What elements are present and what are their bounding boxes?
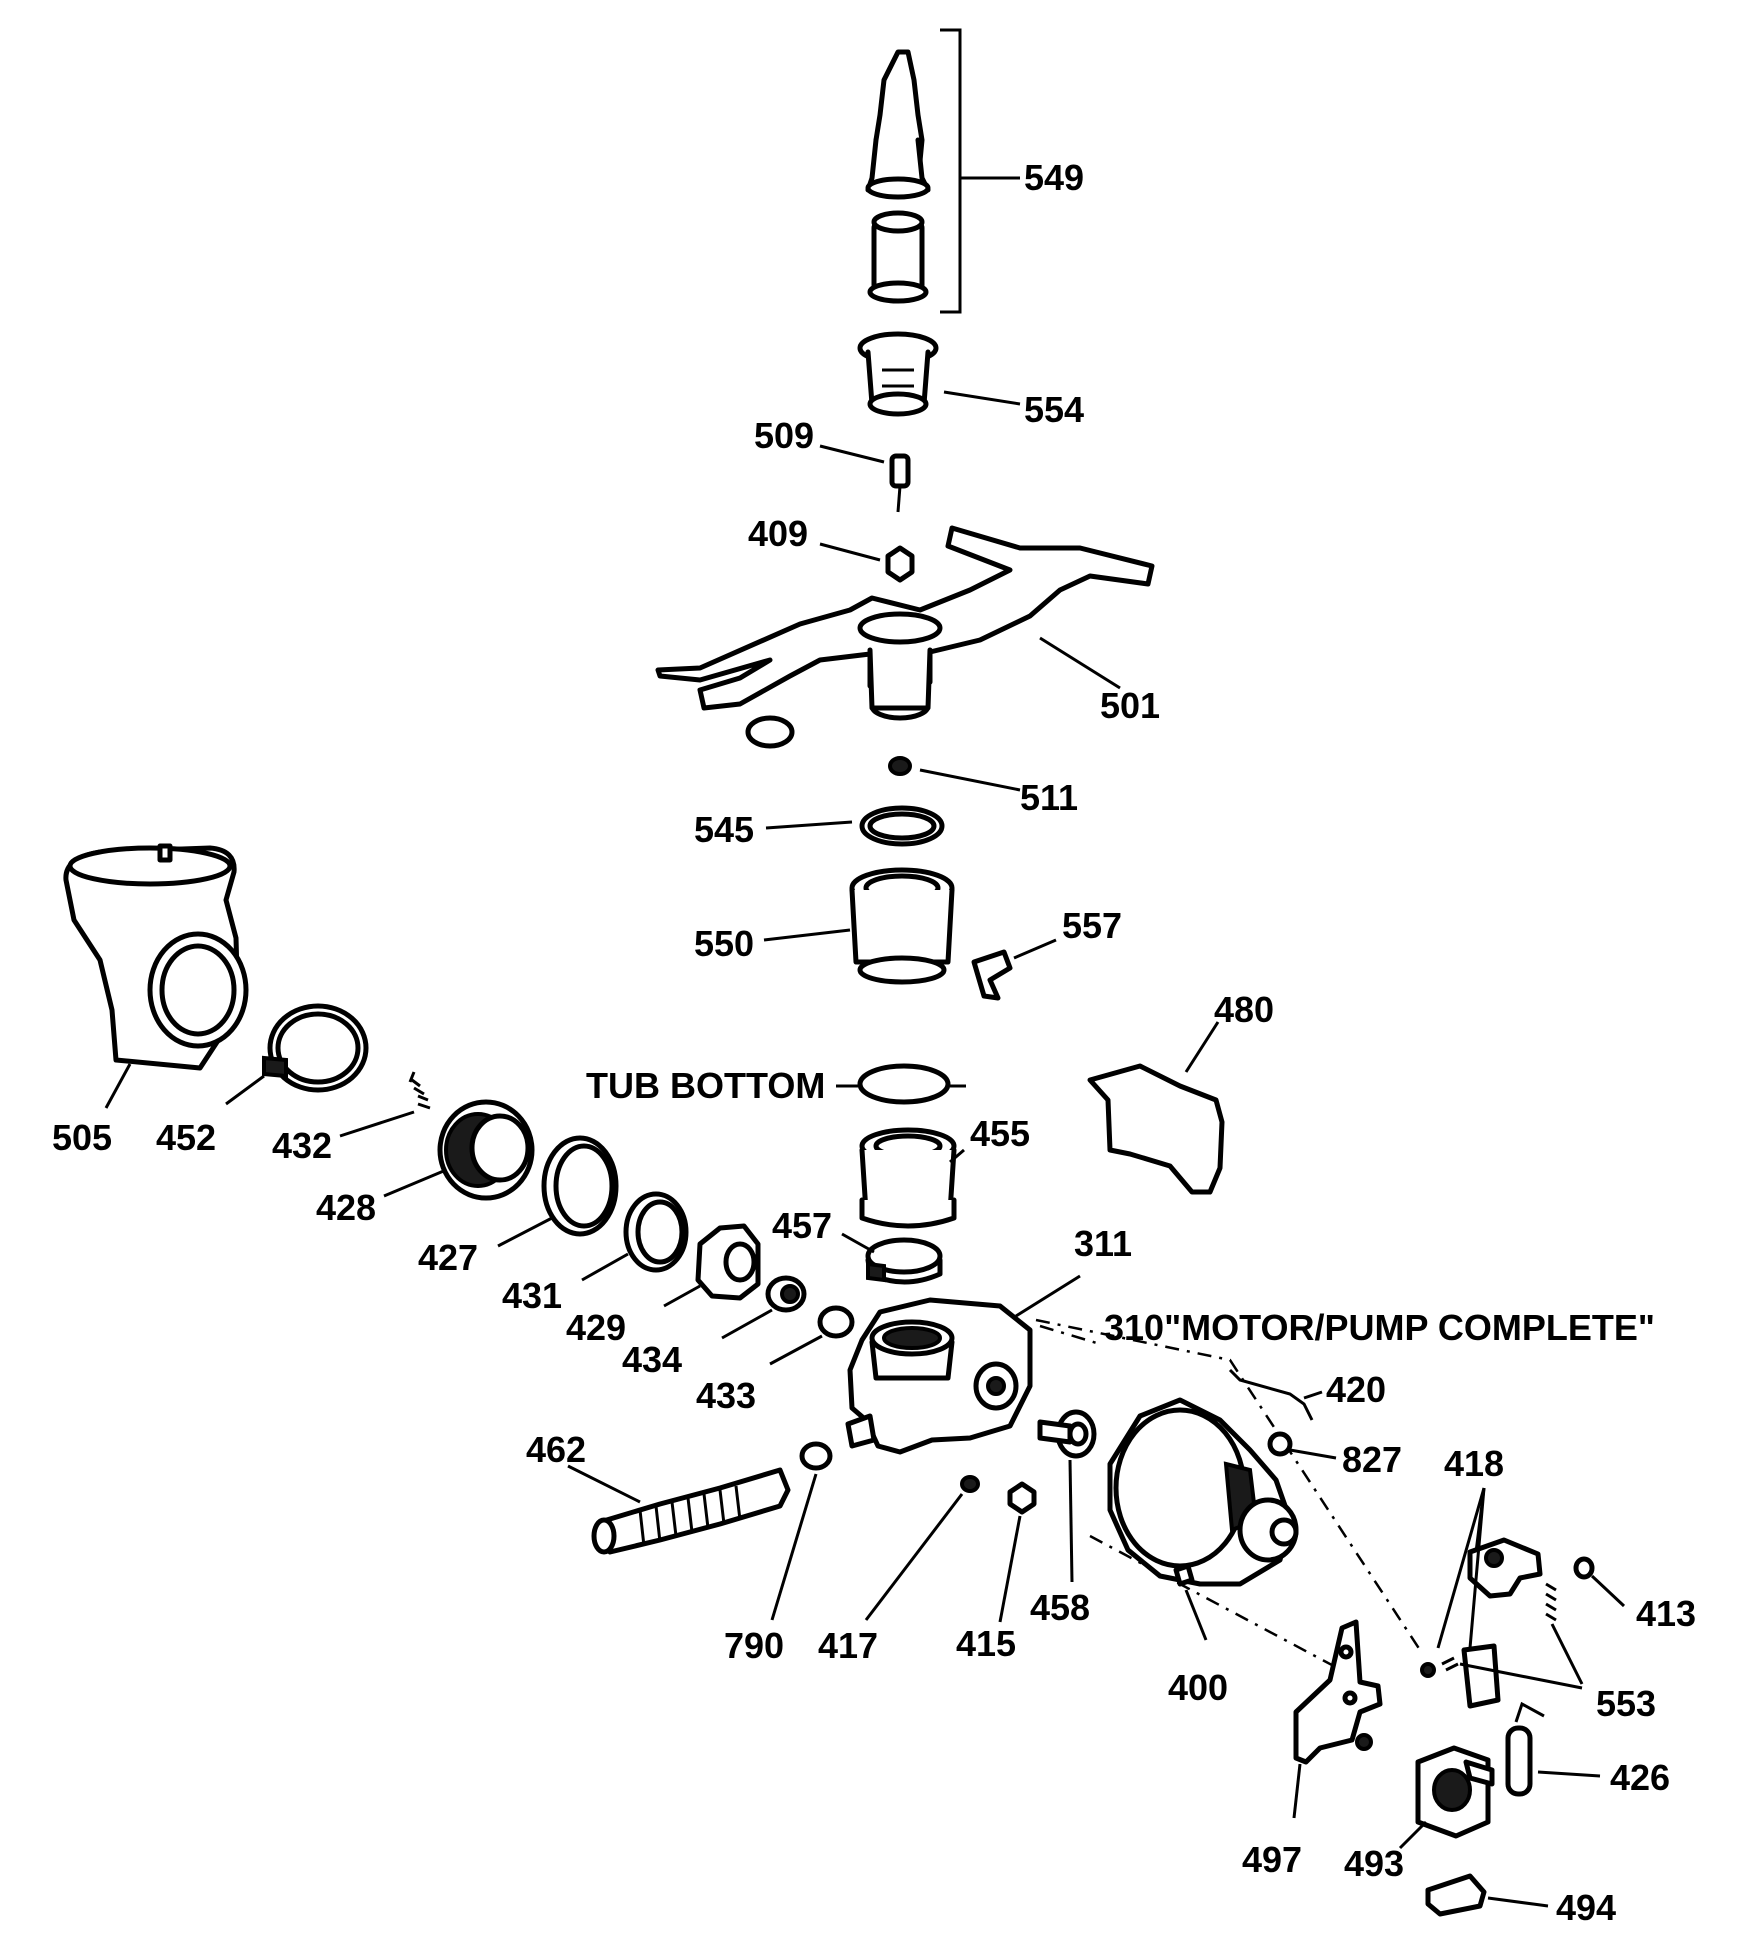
- part-415-nut: [998, 1481, 1037, 1623]
- part-511-small-nut: [888, 756, 1021, 792]
- label-494: 494: [1556, 1887, 1616, 1928]
- label-550: 550: [694, 923, 754, 964]
- part-505-housing: [63, 843, 249, 1109]
- part-553-spring: [1420, 1582, 1584, 1690]
- part-480-shroud: [1087, 1021, 1225, 1195]
- label-458: 458: [1030, 1587, 1090, 1628]
- label-480: 480: [1214, 989, 1274, 1030]
- part-462-drain-hose: [567, 1464, 791, 1555]
- label-428: 428: [316, 1187, 376, 1228]
- part-417-washer: [864, 1475, 980, 1621]
- label-426: 426: [1610, 1757, 1670, 1798]
- part-493-solenoid: [1398, 1745, 1495, 1850]
- part-497-mounting-plate: [1292, 1619, 1383, 1819]
- motor-pump-group-lines: [1035, 1318, 1422, 1682]
- part-413-screw: [1573, 1556, 1626, 1608]
- label-409: 409: [748, 513, 808, 554]
- label-545: 545: [694, 809, 754, 850]
- label-554: 554: [1024, 389, 1084, 430]
- part-431-ring: [581, 1191, 689, 1282]
- label-462: 462: [526, 1429, 586, 1470]
- label-455: 455: [970, 1113, 1030, 1154]
- part-458-grommet: [1037, 1409, 1097, 1583]
- label-557: 557: [1062, 905, 1122, 946]
- part-545-ring: [765, 805, 945, 847]
- part-420-wire: [1228, 1368, 1323, 1421]
- part-418-switch-bracket: [1436, 1487, 1543, 1709]
- label-505: 505: [52, 1117, 112, 1158]
- part-509-screw: [819, 444, 911, 513]
- part-550-collar: [763, 867, 955, 985]
- part-311-pump-housing: [845, 1274, 1081, 1455]
- label-400: 400: [1168, 1667, 1228, 1708]
- label-434: 434: [622, 1339, 682, 1380]
- tub-bottom-gasket: [836, 1063, 966, 1105]
- part-554-hub: [857, 331, 1021, 417]
- part-434-bushing: [721, 1275, 807, 1340]
- part-827-screw: [1267, 1431, 1337, 1460]
- label-431: 431: [502, 1275, 562, 1316]
- label-511: 511: [1020, 777, 1078, 818]
- label-311: 311: [1074, 1223, 1132, 1264]
- label-429: 429: [566, 1307, 626, 1348]
- label-452: 452: [156, 1117, 216, 1158]
- label-427: 427: [418, 1237, 478, 1278]
- label-457: 457: [772, 1205, 832, 1246]
- label-432: 432: [272, 1125, 332, 1166]
- label-418: 418: [1444, 1443, 1504, 1484]
- part-428-impeller: [383, 1099, 535, 1201]
- part-409-nut: [819, 542, 915, 583]
- label-413: 413: [1636, 1593, 1696, 1634]
- part-432-spring: [339, 1071, 431, 1138]
- label-420: 420: [1326, 1369, 1386, 1410]
- part-452-clamp: [225, 1003, 369, 1106]
- label-790: 790: [724, 1625, 784, 1666]
- part-426-sensor: [1505, 1701, 1601, 1797]
- label-827: 827: [1342, 1439, 1402, 1480]
- part-429-cap: [663, 1223, 761, 1308]
- part-494-cap: [1425, 1873, 1549, 1917]
- label-433: 433: [696, 1375, 756, 1416]
- label-549: 549: [1024, 157, 1084, 198]
- label-493: 493: [1344, 1843, 1404, 1884]
- part-557-clip: [971, 938, 1057, 1001]
- part-400-screw: [1173, 1563, 1208, 1641]
- part-501-spray-arm: [655, 525, 1155, 749]
- part-433-washer: [769, 1305, 855, 1366]
- label-497: 497: [1242, 1839, 1302, 1880]
- label-415: 415: [956, 1623, 1016, 1664]
- label-553: 553: [1596, 1683, 1656, 1724]
- part-549-tube-assembly: [865, 28, 1020, 314]
- label-417: 417: [818, 1625, 878, 1666]
- part-457-clamp: [841, 1232, 943, 1285]
- label-509: 509: [754, 415, 814, 456]
- part-790-clamp: [770, 1441, 833, 1621]
- motor-pump-complete-callout: 310"MOTOR/PUMP COMPLETE": [1104, 1307, 1655, 1348]
- motor-unit: [1107, 1397, 1299, 1587]
- label-501: 501: [1100, 685, 1160, 726]
- part-427-ring: [497, 1135, 619, 1248]
- tub-bottom-callout: TUB BOTTOM: [586, 1065, 825, 1106]
- part-455-bellows: [859, 1127, 965, 1229]
